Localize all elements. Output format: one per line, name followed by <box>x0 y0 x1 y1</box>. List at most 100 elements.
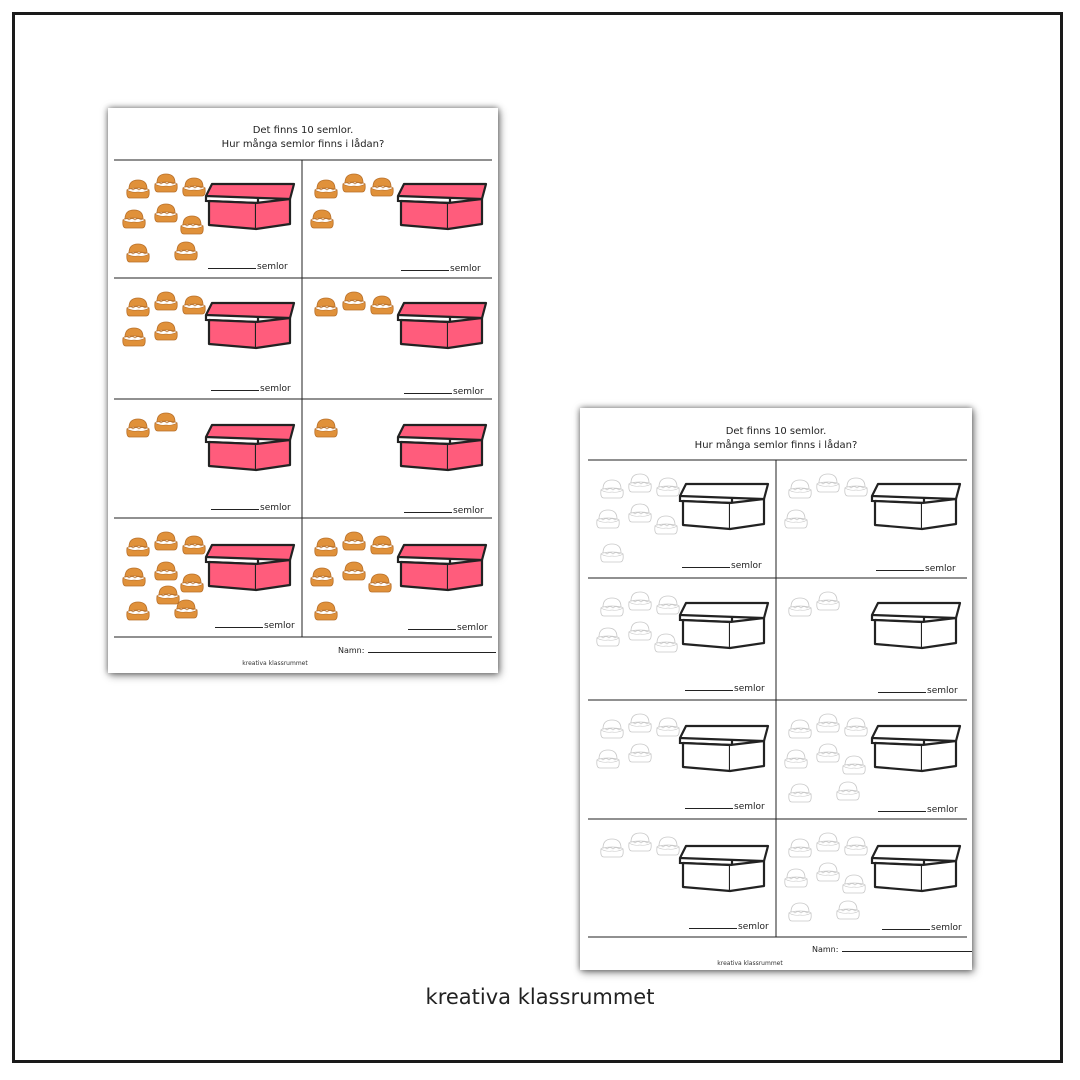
worksheet-grid <box>114 159 492 638</box>
semla-bun-icon <box>628 713 652 733</box>
semla-bun-icon <box>126 537 150 557</box>
semla-bun-icon <box>342 173 366 193</box>
gift-box-icon <box>204 423 296 472</box>
answer-field[interactable]: semlor <box>404 504 484 516</box>
answer-field[interactable]: semlor <box>682 559 762 571</box>
semla-bun-icon <box>314 537 338 557</box>
semla-bun-icon <box>784 509 808 529</box>
semla-bun-icon <box>816 743 840 763</box>
answer-field[interactable]: semlor <box>689 920 769 932</box>
semla-bun-icon <box>628 743 652 763</box>
semla-bun-icon <box>122 567 146 587</box>
answer-field[interactable]: semlor <box>408 621 488 633</box>
semla-bun-icon <box>816 473 840 493</box>
semla-bun-icon <box>314 179 338 199</box>
semla-bun-icon <box>784 868 808 888</box>
semla-bun-icon <box>628 621 652 641</box>
worksheet-grid <box>588 459 967 938</box>
semla-bun-icon <box>788 597 812 617</box>
semla-bun-icon <box>656 477 680 497</box>
semla-bun-icon <box>314 418 338 438</box>
semla-bun-icon <box>654 515 678 535</box>
semla-bun-icon <box>154 321 178 341</box>
semla-bun-icon <box>600 543 624 563</box>
answer-field[interactable]: semlor <box>878 803 958 815</box>
sheet-title: Det finns 10 semlor. Hur många semlor fi… <box>580 425 972 453</box>
answer-field[interactable]: semlor <box>685 800 765 812</box>
semla-bun-icon <box>844 836 868 856</box>
semla-bun-icon <box>600 479 624 499</box>
semla-bun-icon <box>656 836 680 856</box>
answer-field[interactable]: semlor <box>211 382 291 394</box>
semla-bun-icon <box>154 412 178 432</box>
answer-field[interactable]: semlor <box>211 501 291 513</box>
semla-bun-icon <box>342 291 366 311</box>
semla-bun-icon <box>842 755 866 775</box>
semla-bun-icon <box>628 591 652 611</box>
semla-bun-icon <box>370 177 394 197</box>
semla-bun-icon <box>310 567 334 587</box>
semla-bun-icon <box>342 531 366 551</box>
worksheet-outline: Det finns 10 semlor. Hur många semlor fi… <box>580 408 973 970</box>
answer-field[interactable]: semlor <box>882 921 962 933</box>
semla-bun-icon <box>126 179 150 199</box>
semla-bun-icon <box>126 297 150 317</box>
gift-box-icon <box>396 301 488 350</box>
gift-box-icon <box>678 482 770 531</box>
gift-box-icon <box>396 543 488 592</box>
semla-bun-icon <box>370 295 394 315</box>
semla-bun-icon <box>788 479 812 499</box>
title-line-2: Hur många semlor finns i lådan? <box>694 440 858 451</box>
semla-bun-icon <box>126 243 150 263</box>
semla-bun-icon <box>174 599 198 619</box>
image-frame <box>12 12 1063 1063</box>
semla-bun-icon <box>788 719 812 739</box>
semla-bun-icon <box>600 719 624 739</box>
semla-bun-icon <box>596 749 620 769</box>
semla-bun-icon <box>174 241 198 261</box>
semla-bun-icon <box>788 902 812 922</box>
semla-bun-icon <box>370 535 394 555</box>
sheet-footer: kreativa klassrummet <box>717 960 783 967</box>
semla-bun-icon <box>656 595 680 615</box>
gift-box-icon <box>204 182 296 231</box>
sheet-title: Det finns 10 semlor. Hur många semlor fi… <box>108 124 498 152</box>
answer-field[interactable]: semlor <box>404 385 484 397</box>
semla-bun-icon <box>628 473 652 493</box>
semla-bun-icon <box>314 601 338 621</box>
semla-bun-icon <box>600 597 624 617</box>
brand-caption: kreativa klassrummet <box>425 985 655 1009</box>
gift-box-icon <box>396 423 488 472</box>
semla-bun-icon <box>180 573 204 593</box>
semla-bun-icon <box>788 783 812 803</box>
semla-bun-icon <box>844 477 868 497</box>
name-field[interactable]: Namn: <box>812 944 973 954</box>
name-field[interactable]: Namn: <box>338 645 497 655</box>
gift-box-icon <box>678 724 770 773</box>
semla-bun-icon <box>816 591 840 611</box>
semla-bun-icon <box>154 203 178 223</box>
semla-bun-icon <box>600 838 624 858</box>
sheet-footer: kreativa klassrummet <box>242 660 308 667</box>
semla-bun-icon <box>656 717 680 737</box>
semla-bun-icon <box>182 295 206 315</box>
answer-field[interactable]: semlor <box>876 562 956 574</box>
answer-field[interactable]: semlor <box>685 682 765 694</box>
semla-bun-icon <box>122 209 146 229</box>
semla-bun-icon <box>836 781 860 801</box>
semla-bun-icon <box>154 561 178 581</box>
semla-bun-icon <box>654 633 678 653</box>
answer-field[interactable]: semlor <box>208 260 288 272</box>
semla-bun-icon <box>628 503 652 523</box>
semla-bun-icon <box>154 291 178 311</box>
semla-bun-icon <box>182 177 206 197</box>
semla-bun-icon <box>368 573 392 593</box>
gift-box-icon <box>870 724 962 773</box>
semla-bun-icon <box>816 832 840 852</box>
answer-field[interactable]: semlor <box>878 684 958 696</box>
answer-field[interactable]: semlor <box>215 619 295 631</box>
semla-bun-icon <box>788 838 812 858</box>
semla-bun-icon <box>816 862 840 882</box>
answer-field[interactable]: semlor <box>401 262 481 274</box>
semla-bun-icon <box>154 531 178 551</box>
